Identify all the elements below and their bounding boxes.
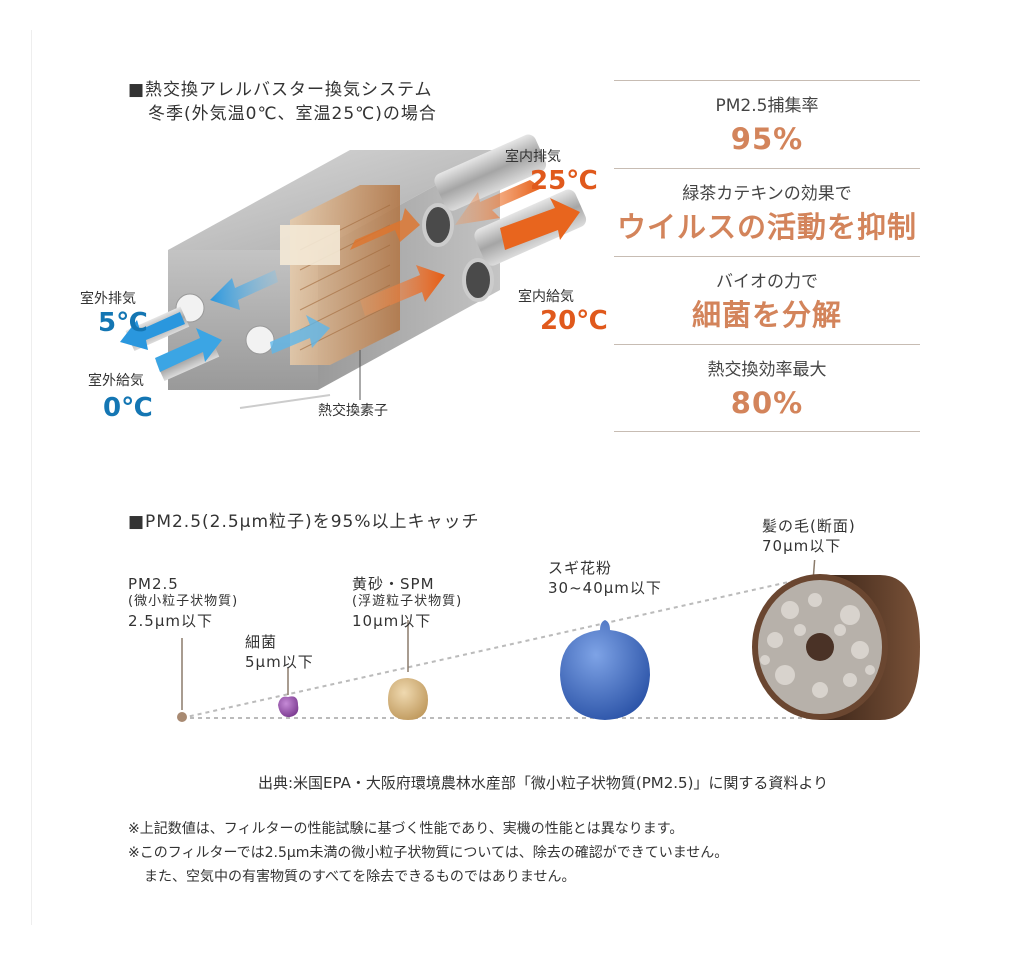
bacteria-particle	[278, 696, 299, 718]
stat-pm25-capture: PM2.5捕集率 95%	[614, 80, 920, 168]
indoor-exhaust-temp: 25℃	[530, 166, 598, 196]
unit-section-subtitle: 冬季(外気温0℃、室温25℃)の場合	[148, 104, 437, 124]
sand-size: 10μm以下	[352, 612, 432, 630]
note-line-2: ※このフィルターでは2.5μm未満の微小粒子状物質については、除去の確認ができて…	[128, 845, 729, 861]
stat-bacteria-decomposition: バイオの力で 細菌を分解	[614, 256, 920, 344]
stat-value: ウイルスの活動を抑制	[616, 210, 917, 244]
outdoor-exhaust-label: 室外排気	[80, 291, 136, 307]
hair-name: 髪の毛(断面)	[762, 517, 856, 535]
feature-stats-panel: PM2.5捕集率 95% 緑茶カテキンの効果で ウイルスの活動を抑制 バイオの力…	[614, 80, 920, 432]
pm25-particle	[177, 712, 187, 722]
note-line-1: ※上記数値は、フィルターの性能試験に基づく性能であり、実機の性能とは異なります。	[128, 821, 684, 837]
unit-section-title: ■熱交換アレルバスター換気システム	[128, 80, 433, 100]
left-divider-line	[31, 30, 32, 925]
source-citation: 出典:米国EPA・大阪府環境農林水産部「微小粒子状物質(PM2.5)」に関する資…	[258, 774, 829, 792]
yellow-sand-particle	[388, 678, 428, 720]
outdoor-supply-arrow	[155, 328, 222, 372]
indoor-supply-arrow	[500, 198, 580, 250]
hair-size: 70μm以下	[762, 537, 842, 555]
cedar-pollen-particle	[560, 620, 650, 720]
indoor-exhaust-label: 室内排気	[505, 149, 561, 165]
outdoor-supply-label: 室外給気	[88, 373, 144, 389]
indoor-exhaust-arrow	[455, 180, 542, 225]
heat-exchange-element-label: 熱交換素子	[318, 403, 388, 419]
stat-heat-exchange-efficiency: 熱交換効率最大 80%	[614, 344, 920, 432]
particle-size-comparison	[177, 560, 920, 722]
stat-label: 緑茶カテキンの効果で	[682, 184, 852, 204]
particle-section-title: ■PM2.5(2.5μm粒子)を95%以上キャッチ	[128, 512, 480, 532]
pm25-name: PM2.5	[128, 575, 179, 593]
slope-guide	[181, 574, 821, 719]
stat-value: 細菌を分解	[691, 298, 842, 332]
bacteria-size: 5μm以下	[245, 653, 314, 671]
pollen-name: スギ花粉	[548, 559, 613, 577]
pm25-sub: (微小粒子状物質)	[128, 594, 239, 609]
stat-label: バイオの力で	[716, 272, 818, 292]
indoor-supply-label: 室内給気	[518, 289, 574, 305]
ventilation-unit-illustration	[120, 134, 587, 409]
pollen-size: 30~40μm以下	[548, 579, 662, 597]
outdoor-supply-temp: 0℃	[103, 393, 153, 423]
stat-value: 95%	[730, 122, 804, 156]
stat-label: 熱交換効率最大	[707, 360, 827, 380]
hair-medulla	[806, 633, 834, 661]
indoor-supply-temp: 20℃	[540, 306, 608, 336]
bacteria-name: 細菌	[245, 633, 278, 651]
stat-label: PM2.5捕集率	[715, 96, 819, 116]
outdoor-exhaust-temp: 5℃	[98, 308, 148, 338]
indoor-exhaust-duct	[434, 134, 547, 211]
stat-virus-suppression: 緑茶カテキンの効果で ウイルスの活動を抑制	[614, 168, 920, 256]
pm25-size: 2.5μm以下	[128, 612, 214, 630]
sand-name: 黄砂・SPM	[352, 575, 435, 593]
note-line-3: また、空気中の有害物質のすべてを除去できるものではありません。	[144, 869, 576, 885]
sand-sub: (浮遊粒子状物質)	[352, 594, 463, 609]
outdoor-exhaust-arrow	[210, 270, 278, 310]
stat-value: 80%	[730, 386, 804, 420]
